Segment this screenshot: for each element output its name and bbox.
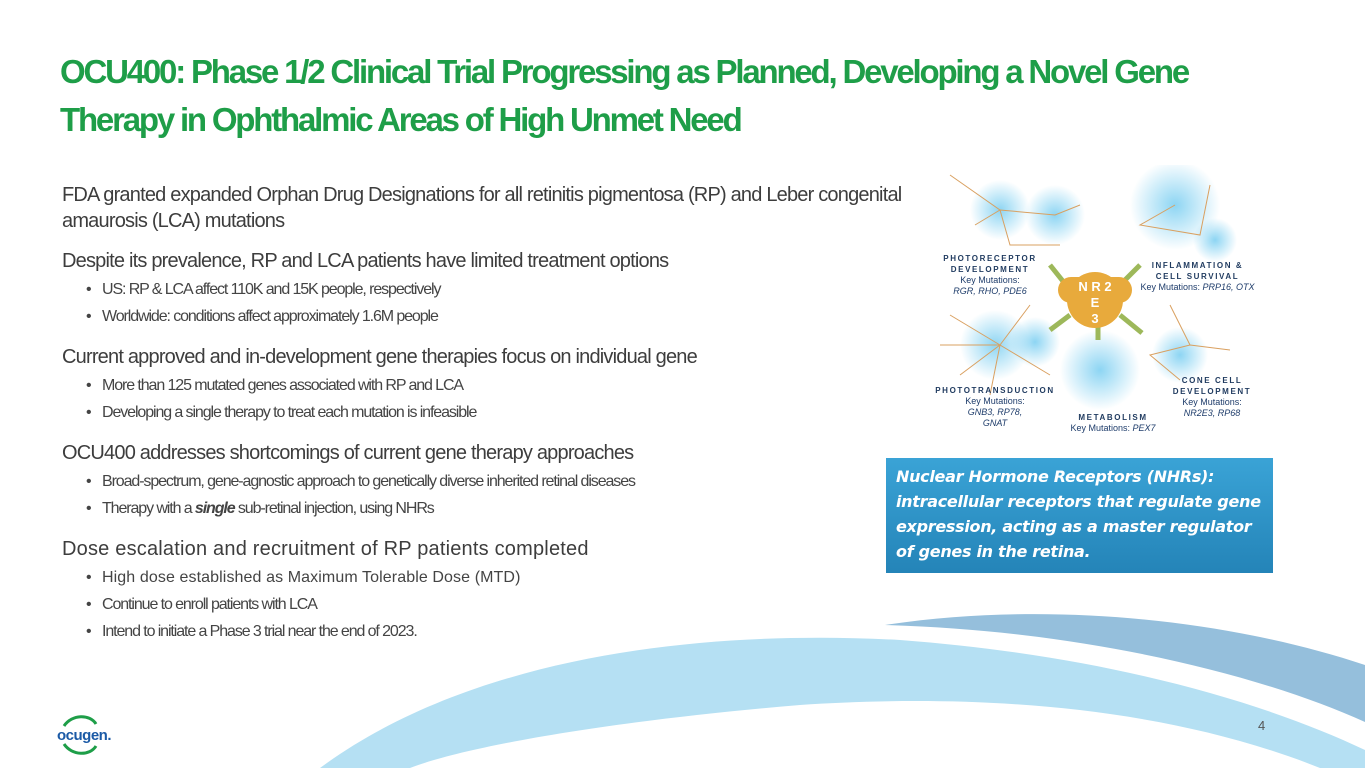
bullet-text: sub-retinal injection, using NHRs: [234, 500, 435, 517]
node-title: DEVELOPMENT: [1172, 387, 1252, 396]
node-mutations: PRP16, OTX: [1202, 282, 1255, 292]
slide-title: OCU400: Phase 1/2 Clinical Trial Progres…: [60, 53, 1190, 138]
arrow: [1118, 313, 1144, 335]
node-title: PHOTORECEPTOR: [943, 254, 1037, 263]
section-heading: Current approved and in-development gene…: [62, 346, 698, 368]
center-text: N R 2 E: [1078, 279, 1112, 310]
node-cone-cell: CONE CELL DEVELOPMENT Key Mutations:NR2E3…: [1162, 375, 1262, 419]
node-phototransduction: PHOTOTRANSDUCTION Key Mutations:GNB3, RP…: [930, 385, 1060, 429]
node-key: Key Mutations:: [1140, 282, 1200, 292]
node-key: Key Mutations:: [965, 396, 1025, 406]
node-mutations: RGR, RHO, PDE6: [953, 286, 1027, 296]
logo-arcs-icon: ocugen.: [57, 715, 112, 755]
bullet-list: Broad-spectrum, gene-agnostic approach t…: [86, 468, 902, 522]
bullet-item: More than 125 mutated genes associated w…: [86, 372, 902, 399]
node-photoreceptor: PHOTORECEPTOR DEVELOPMENT Key Mutations:R…: [930, 253, 1050, 297]
bullet-item: Broad-spectrum, gene-agnostic approach t…: [86, 468, 902, 495]
bullet-item: Developing a single therapy to treat eac…: [86, 399, 902, 426]
node-key: Key Mutations:: [960, 275, 1020, 285]
bullet-list: High dose established as Maximum Tolerab…: [86, 564, 902, 645]
bullet-item: Intend to initiate a Phase 3 trial near …: [86, 618, 902, 645]
node-title: CONE CELL: [1181, 376, 1243, 385]
node-title: DEVELOPMENT: [950, 265, 1030, 274]
emphasis-text: single: [194, 500, 236, 517]
bullet-item: US: RP & LCA affect 110K and 15K people,…: [86, 276, 902, 303]
bullet-item: Continue to enroll patients with LCA: [86, 591, 902, 618]
node-mutations: GNB3, RP78, GNAT: [967, 407, 1023, 428]
page-number: 4: [1258, 718, 1266, 733]
swoosh-dark: [885, 614, 1365, 722]
section-heading: Despite its prevalence, RP and LCA patie…: [62, 250, 669, 272]
center-text: 3: [1091, 311, 1099, 326]
svg-text:ocugen.: ocugen.: [57, 727, 111, 744]
node-mutations: NR2E3, RP68: [1183, 408, 1241, 418]
ocugen-logo: ocugen.: [50, 712, 130, 756]
swoosh-light: [320, 637, 1365, 768]
node-title: INFLAMMATION &: [1151, 261, 1244, 270]
node-metabolism: METABOLISM Key Mutations: PEX7: [1058, 412, 1168, 434]
arrow: [1048, 313, 1072, 332]
nhr-callout-box: Nuclear Hormone Receptors (NHRs): intrac…: [886, 458, 1273, 573]
node-title: CELL SURVIVAL: [1155, 272, 1240, 281]
section-heading: OCU400 addresses shortcomings of current…: [62, 442, 634, 464]
section-heading: Dose escalation and recruitment of RP pa…: [62, 538, 589, 560]
bullet-list: US: RP & LCA affect 110K and 15K people,…: [86, 276, 902, 330]
bullet-list: More than 125 mutated genes associated w…: [86, 372, 902, 426]
network-cluster: [940, 165, 1237, 410]
node-inflammation: INFLAMMATION & CELL SURVIVAL Key Mutation…: [1135, 260, 1260, 293]
section-heading: FDA granted expanded Orphan Drug Designa…: [62, 184, 902, 232]
node-title: METABOLISM: [1078, 413, 1148, 422]
network-graphic: [940, 165, 1237, 410]
node-title: PHOTOTRANSDUCTION: [935, 386, 1055, 395]
bullet-text: Therapy with a: [102, 500, 195, 517]
node-key: Key Mutations:: [1070, 423, 1130, 433]
node-mutations: PEX7: [1132, 423, 1156, 433]
bullet-item: Worldwide: conditions affect approximate…: [86, 303, 902, 330]
node-key: Key Mutations:: [1182, 397, 1242, 407]
bullet-item: Therapy with a single sub-retinal inject…: [86, 495, 902, 522]
slide-body: FDA granted expanded Orphan Drug Designa…: [62, 182, 902, 645]
bullet-item: High dose established as Maximum Tolerab…: [86, 564, 902, 591]
